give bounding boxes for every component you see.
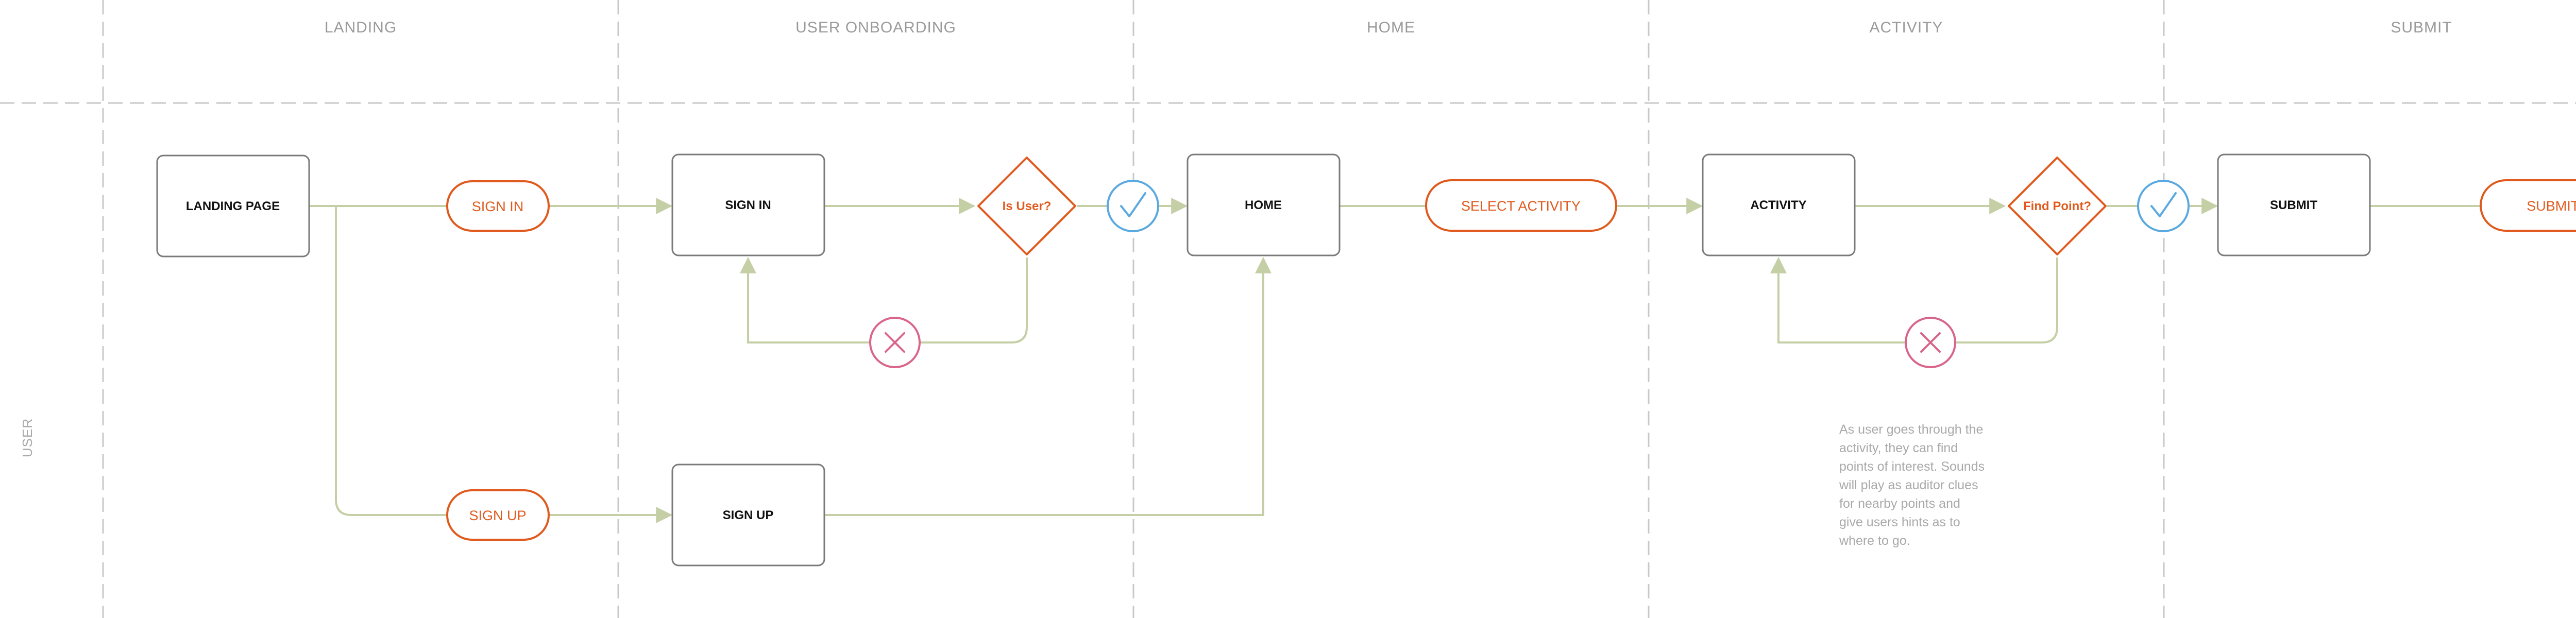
activity-note-line: for nearby points and bbox=[1839, 496, 1960, 511]
node-submit-screen-label: SUBMIT bbox=[2270, 198, 2317, 212]
lane-title-activity: ACTIVITY bbox=[1869, 19, 1943, 36]
activity-note-line: where to go. bbox=[1839, 534, 1910, 548]
node-submit-point: SUBMIT POINT bbox=[2480, 179, 2576, 232]
node-select-activity: SELECT ACTIVITY bbox=[1425, 179, 1617, 232]
node-activity-screen-label: ACTIVITY bbox=[1750, 198, 1806, 212]
connector-landing-to-signup-pill bbox=[335, 206, 447, 516]
decision-find-point: Find Point? bbox=[2008, 157, 2107, 255]
node-activity-screen: ACTIVITY bbox=[1702, 153, 1856, 256]
connectors bbox=[309, 198, 2481, 523]
decision-is-user-label: Is User? bbox=[1003, 199, 1052, 213]
node-select-activity-label: SELECT ACTIVITY bbox=[1461, 198, 1581, 214]
node-landing-page-label: LANDING PAGE bbox=[186, 199, 280, 213]
cross-icon bbox=[869, 317, 921, 368]
node-sign-up-screen: SIGN UP bbox=[671, 464, 825, 566]
node-home-screen: HOME bbox=[1187, 153, 1341, 256]
node-sign-in-pill-label: SIGN IN bbox=[472, 199, 524, 214]
node-home-screen-label: HOME bbox=[1245, 198, 1282, 212]
node-sign-in-pill: SIGN IN bbox=[446, 180, 550, 232]
node-submit-point-label: SUBMIT POINT bbox=[2527, 198, 2576, 214]
activity-note-line: As user goes through the bbox=[1839, 422, 1983, 437]
activity-note-line: activity, they can find bbox=[1839, 441, 1958, 455]
decision-find-point-label: Find Point? bbox=[2023, 199, 2091, 213]
lane-title-submit: SUBMIT bbox=[2391, 19, 2452, 36]
role-label: USER bbox=[20, 418, 35, 457]
activity-note-line: points of interest. Sounds bbox=[1839, 459, 1985, 474]
node-sign-up-pill: SIGN UP bbox=[446, 489, 550, 541]
lane-title-landing: LANDING bbox=[325, 19, 397, 36]
node-sign-up-screen-label: SIGN UP bbox=[723, 508, 774, 522]
node-sign-in-screen: SIGN IN bbox=[671, 153, 825, 256]
lane-title-onboarding: USER ONBOARDING bbox=[795, 19, 956, 36]
activity-note: As user goes through the activity, they … bbox=[1839, 422, 1988, 548]
cross-icon bbox=[1905, 317, 1956, 368]
node-landing-page: LANDING PAGE bbox=[156, 154, 310, 258]
check-icon bbox=[2137, 180, 2190, 232]
connector-findpoint-no-loop bbox=[1955, 258, 2058, 344]
connector-isuser-no-loop bbox=[920, 258, 1028, 344]
decision-is-user: Is User? bbox=[977, 157, 1076, 255]
activity-note-line: give users hints as to bbox=[1839, 515, 1960, 529]
connector-cross-to-activity bbox=[1770, 256, 1906, 344]
node-sign-in-screen-label: SIGN IN bbox=[725, 198, 771, 212]
connector-signup-to-home bbox=[824, 256, 1272, 516]
node-sign-up-pill-label: SIGN UP bbox=[469, 508, 526, 523]
lane-title-home: HOME bbox=[1367, 19, 1415, 36]
connector-cross-to-signin bbox=[740, 256, 870, 344]
node-submit-screen: SUBMIT bbox=[2217, 153, 2371, 256]
activity-note-line: will play as auditor clues bbox=[1839, 478, 1978, 492]
check-icon bbox=[1107, 180, 1159, 232]
